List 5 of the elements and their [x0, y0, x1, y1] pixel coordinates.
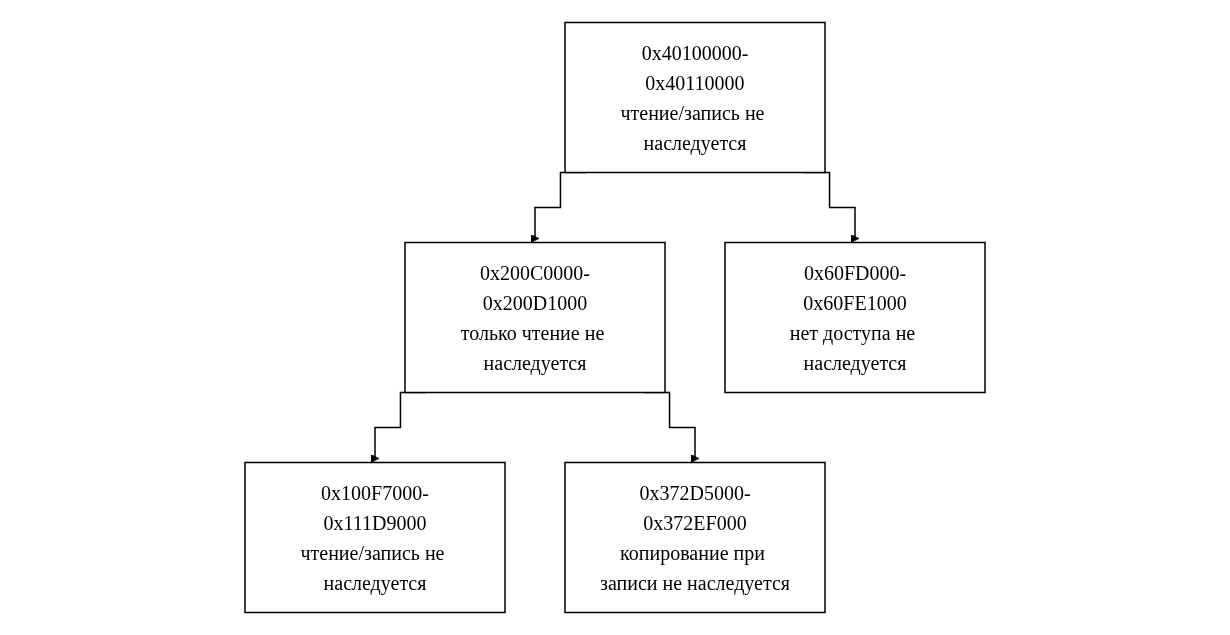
node-box: 0x40100000-0x40110000 чтение/запись не наследуется: [564, 21, 826, 174]
node-box: 0x200C0000-0x200D1000 только чтение не наследуется: [404, 241, 666, 394]
node-box: 0x60FD000-0x60FE1000 нет доступа не наследуется: [724, 241, 986, 394]
node-box: 0x100F7000-0x111D9000 чтение/запись не наследуется: [244, 461, 506, 614]
node-box: 0x372D5000-0x372EF000 копирование при записи не наследуется: [564, 461, 826, 614]
